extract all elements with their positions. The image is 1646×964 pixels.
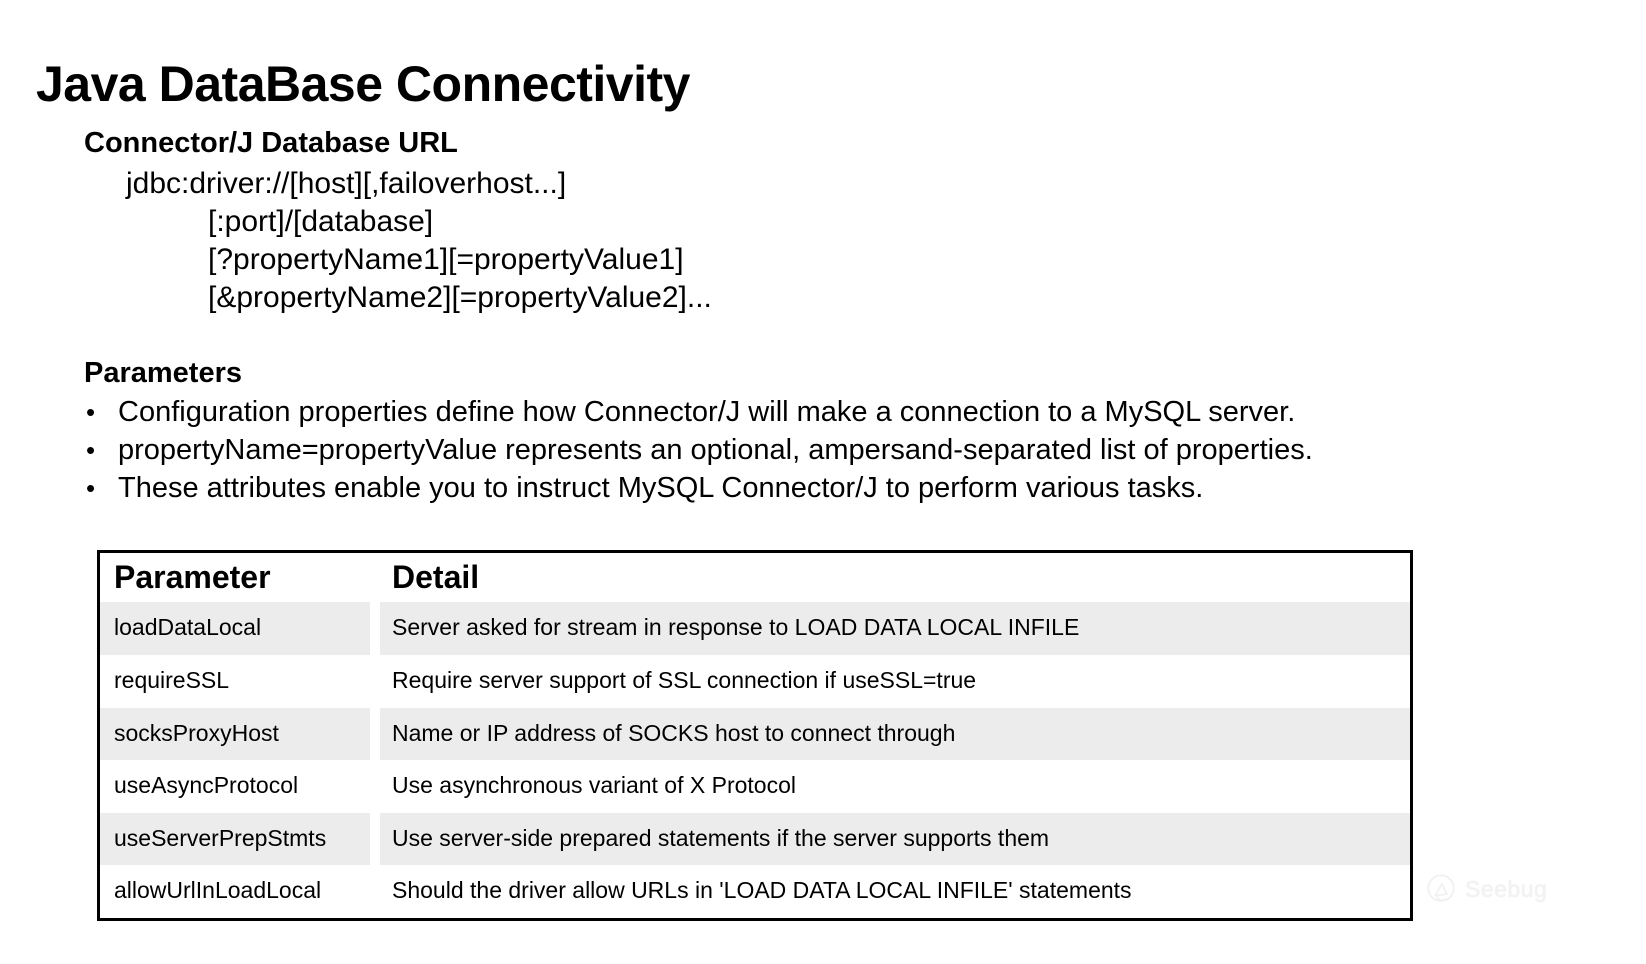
column-header-parameter: Parameter [100,553,380,603]
table-row: socksProxyHost Name or IP address of SOC… [100,707,1410,761]
cell-detail: Should the driver allow URLs in 'LOAD DA… [375,865,1410,918]
seebug-logo-icon [1424,872,1458,906]
cell-detail: Name or IP address of SOCKS host to conn… [375,707,1410,761]
table-row: loadDataLocal Server asked for stream in… [100,602,1410,655]
connector-url-section: Connector/J Database URL jdbc:driver://[… [84,126,712,317]
cell-detail: Require server support of SSL connection… [375,654,1410,708]
page-title: Java DataBase Connectivity [36,55,690,112]
bullet-point-icon: • [86,472,96,503]
table-row: useServerPrepStmts Use server-side prepa… [100,812,1410,866]
cell-detail: Server asked for stream in response to L… [375,602,1410,655]
list-item-text: propertyName=propertyValue represents an… [118,433,1313,466]
watermark: Seebug [1424,872,1547,906]
cell-parameter: useServerPrepStmts [100,812,380,866]
cell-parameter: socksProxyHost [100,707,380,761]
cell-parameter: requireSSL [100,654,380,708]
table-row: requireSSL Require server support of SSL… [100,654,1410,708]
parameters-heading: Parameters [84,357,242,389]
url-syntax-line-4: [&propertyName2][=propertyValue2]... [208,280,712,314]
watermark-text: Seebug [1465,875,1548,902]
url-syntax-line-2: [:port]/[database] [208,204,434,238]
url-syntax-line-1: jdbc:driver://[host][,failoverhost...] [126,166,567,200]
table-row: useAsyncProtocol Use asynchronous varian… [100,760,1410,813]
bullet-point-icon: • [86,434,96,465]
bullet-point-icon: • [86,396,96,427]
table-header-row: Parameter Detail [100,553,1410,603]
list-item: • propertyName=propertyValue represents … [84,431,1313,469]
list-item-text: Configuration properties define how Conn… [118,395,1296,428]
table-row: allowUrlInLoadLocal Should the driver al… [100,865,1410,918]
url-syntax-line-3: [?propertyName1][=propertyValue1] [208,242,684,276]
cell-detail: Use asynchronous variant of X Protocol [375,760,1410,813]
list-item: • Configuration properties define how Co… [84,393,1313,431]
cell-parameter: loadDataLocal [100,602,380,655]
cell-parameter: allowUrlInLoadLocal [100,865,380,918]
cell-parameter: useAsyncProtocol [100,760,380,813]
list-item-text: These attributes enable you to instruct … [118,471,1204,504]
parameters-section: Parameters • Configuration properties de… [84,356,1313,507]
connector-url-heading: Connector/J Database URL [84,127,458,159]
cell-detail: Use server-side prepared statements if t… [375,812,1410,866]
parameters-table: Parameter Detail loadDataLocal Server as… [100,553,1410,918]
parameters-table-container: Parameter Detail loadDataLocal Server as… [97,550,1413,921]
column-header-detail: Detail [375,553,1410,603]
list-item: • These attributes enable you to instruc… [84,469,1313,507]
parameters-bullet-list: • Configuration properties define how Co… [84,393,1313,507]
